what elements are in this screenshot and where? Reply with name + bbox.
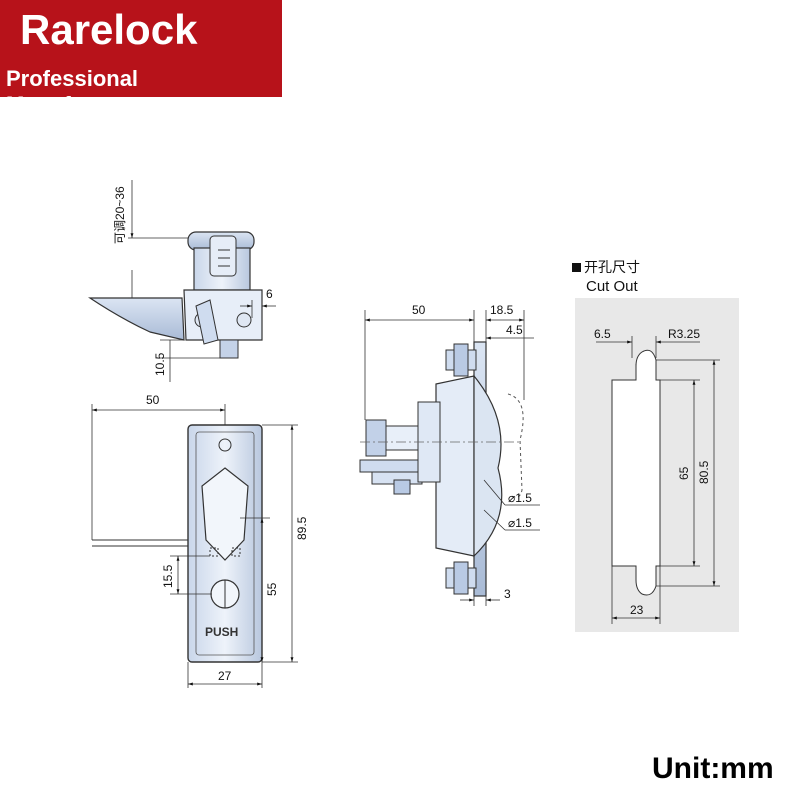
dim-4-5: 4.5 [506, 323, 523, 337]
profile-view: 50 18.5 4.5 ⌀1.5 ⌀1.5 3 [359, 303, 540, 606]
cutout-view: 6.5 R3.25 65 80.5 23 [575, 298, 739, 632]
square-bullet-icon [572, 263, 581, 272]
dim-6-5: 6.5 [594, 327, 611, 341]
cutout-title-en: Cut Out [586, 278, 638, 295]
dim-27: 27 [218, 669, 232, 683]
push-label: PUSH [205, 625, 238, 639]
dim-50-profile: 50 [412, 303, 426, 317]
brand-banner: Rarelock Professional Manufacturer [0, 0, 282, 117]
dim-15-5: 15.5 [161, 564, 175, 588]
brand-name: Rarelock [20, 6, 198, 53]
dim-3: 3 [504, 587, 511, 601]
unit-label: Unit:mm [652, 752, 774, 785]
side-view: 可调20~36 6 10.5 [88, 180, 276, 382]
dim-10-5: 10.5 [153, 352, 167, 376]
front-view: PUSH 50 89.5 55 15.5 27 [91, 393, 309, 688]
dim-80-5: 80.5 [697, 460, 711, 484]
cutout-title-cn-text: 开孔尺寸 [584, 260, 640, 276]
dim-23: 23 [630, 603, 644, 617]
dim-50-front: 50 [146, 393, 160, 407]
dim-6: 6 [266, 287, 273, 301]
cutout-title-cn: 开孔尺寸 [572, 257, 640, 277]
dim-55: 55 [265, 582, 279, 596]
dim-hole-1: ⌀1.5 [508, 491, 532, 505]
adjust-range-label: 可调20~36 [113, 186, 127, 244]
brand-subtitle: Professional Manufacturer [6, 66, 146, 117]
dim-65: 65 [677, 466, 691, 480]
dim-18-5: 18.5 [490, 303, 514, 317]
dim-r3-25: R3.25 [668, 327, 700, 341]
dim-89-5: 89.5 [295, 516, 309, 540]
dim-hole-2: ⌀1.5 [508, 516, 532, 530]
